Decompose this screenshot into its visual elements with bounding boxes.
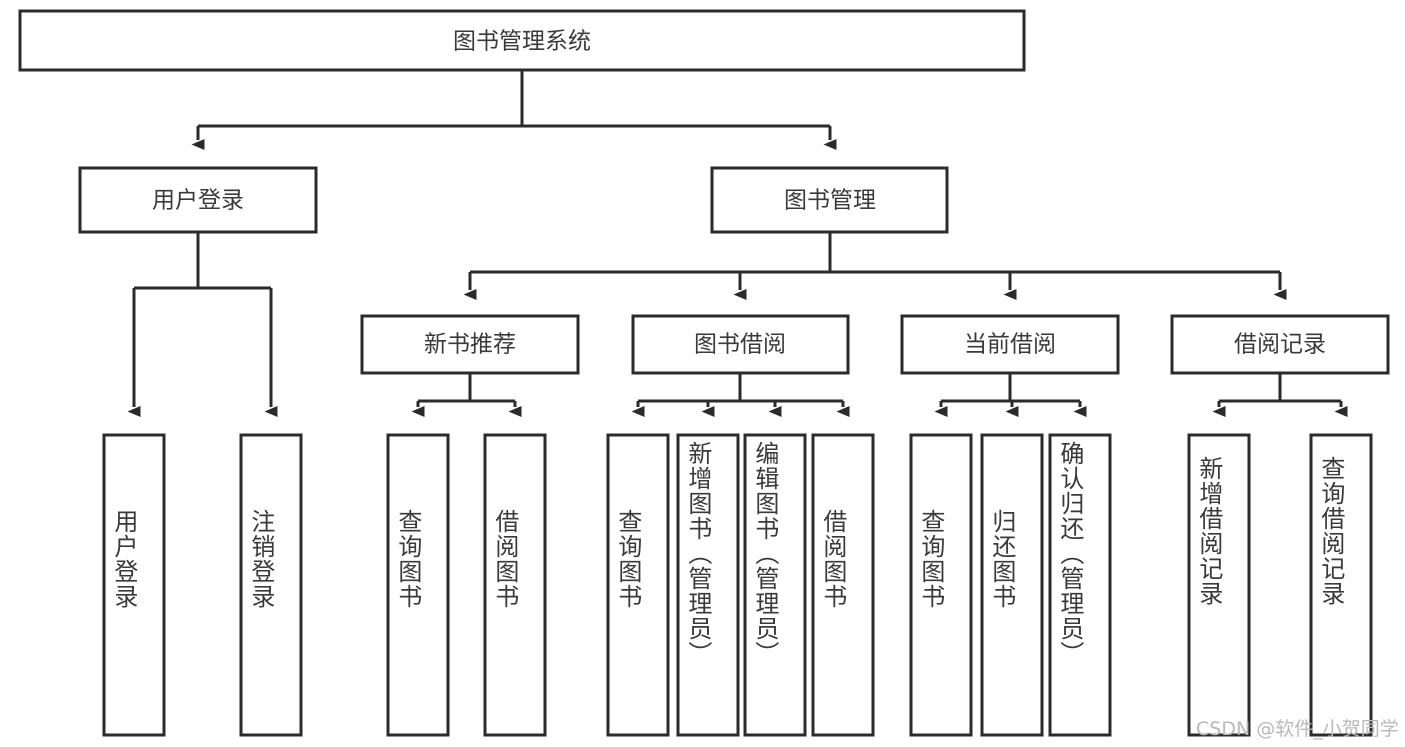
leaf-box-add-borrow-record[interactable] <box>1187 433 1251 737</box>
node-new-book-recommend-label: 新书推荐 <box>424 332 516 358</box>
leaf-label-add-borrow-record: 新增借阅记录 <box>1194 456 1223 606</box>
node-book-management-rect[interactable] <box>710 166 949 234</box>
leaf-label-logout: 注销登录 <box>246 509 275 609</box>
node-borrow-records[interactable]: 借阅记录 <box>1170 314 1390 375</box>
node-user-login-rect[interactable] <box>78 166 318 234</box>
node-book-borrow-rect[interactable] <box>631 314 850 375</box>
leaf-label-query-book-new: 查询图书 <box>393 509 422 609</box>
leaf-box-query-book-new[interactable] <box>386 433 450 737</box>
node-book-management[interactable]: 图书管理 <box>710 166 949 234</box>
leaf-label-edit-book-admin: 编辑图书（管理员） <box>750 441 779 666</box>
node-book-management-label: 图书管理 <box>784 188 876 214</box>
leaf-label-borrow-book: 借阅图书 <box>818 509 847 609</box>
node-current-borrow-label: 当前借阅 <box>964 332 1056 358</box>
leaf-label-query-borrow-record: 查询借阅记录 <box>1316 456 1345 606</box>
connector-group-new-book <box>411 373 522 417</box>
connector-group-root <box>191 70 837 150</box>
node-root-label: 图书管理系统 <box>453 29 591 55</box>
node-current-borrow-rect[interactable] <box>900 314 1120 375</box>
connector-group-user-login <box>127 232 278 417</box>
leaf-box-return-book[interactable] <box>980 433 1044 737</box>
leaf-label-return-book: 归还图书 <box>987 509 1016 609</box>
leaf-box-query-book-borrow[interactable] <box>606 433 670 737</box>
leaf-box-logout[interactable] <box>239 433 303 737</box>
connector-group-book-mgmt <box>463 232 1287 300</box>
connector-group-current <box>934 373 1087 417</box>
node-book-borrow[interactable]: 图书借阅 <box>631 314 850 375</box>
leaf-label-confirm-return-admin: 确认归还（管理员） <box>1055 441 1084 666</box>
leaf-boxes <box>102 433 1373 737</box>
node-borrow-records-rect[interactable] <box>1170 314 1390 375</box>
leaf-box-add-book-admin[interactable] <box>676 433 740 737</box>
leaf-box-user-login[interactable] <box>102 433 166 737</box>
leaf-label-add-book-admin: 新增图书（管理员） <box>683 441 712 666</box>
leaf-label-user-login: 用户登录 <box>109 509 138 609</box>
leaf-box-edit-book-admin[interactable] <box>743 433 807 737</box>
leaf-box-borrow-book-new[interactable] <box>483 433 547 737</box>
node-user-login[interactable]: 用户登录 <box>78 166 318 234</box>
leaf-box-query-book-current[interactable] <box>909 433 973 737</box>
node-book-borrow-label: 图书借阅 <box>694 332 786 358</box>
node-root[interactable]: 图书管理系统 <box>18 9 1026 72</box>
connector-group-borrow <box>631 373 850 417</box>
leaf-label-query-book-current: 查询图书 <box>916 509 945 609</box>
leaf-box-query-borrow-record[interactable] <box>1309 433 1373 737</box>
leaf-box-borrow-book[interactable] <box>811 433 875 737</box>
node-new-book-recommend[interactable]: 新书推荐 <box>360 314 580 375</box>
node-borrow-records-label: 借阅记录 <box>1234 332 1326 358</box>
node-current-borrow[interactable]: 当前借阅 <box>900 314 1120 375</box>
connector-group-records <box>1212 373 1348 417</box>
node-root-rect[interactable] <box>18 9 1026 72</box>
node-user-login-label: 用户登录 <box>152 188 244 214</box>
csdn-watermark: CSDN @软件_小贺同学 <box>1196 718 1399 740</box>
node-new-book-recommend-rect[interactable] <box>360 314 580 375</box>
leaf-label-query-book-borrow: 查询图书 <box>613 509 642 609</box>
leaf-label-borrow-book-new: 借阅图书 <box>490 509 519 609</box>
leaf-box-confirm-return-admin[interactable] <box>1048 433 1112 737</box>
